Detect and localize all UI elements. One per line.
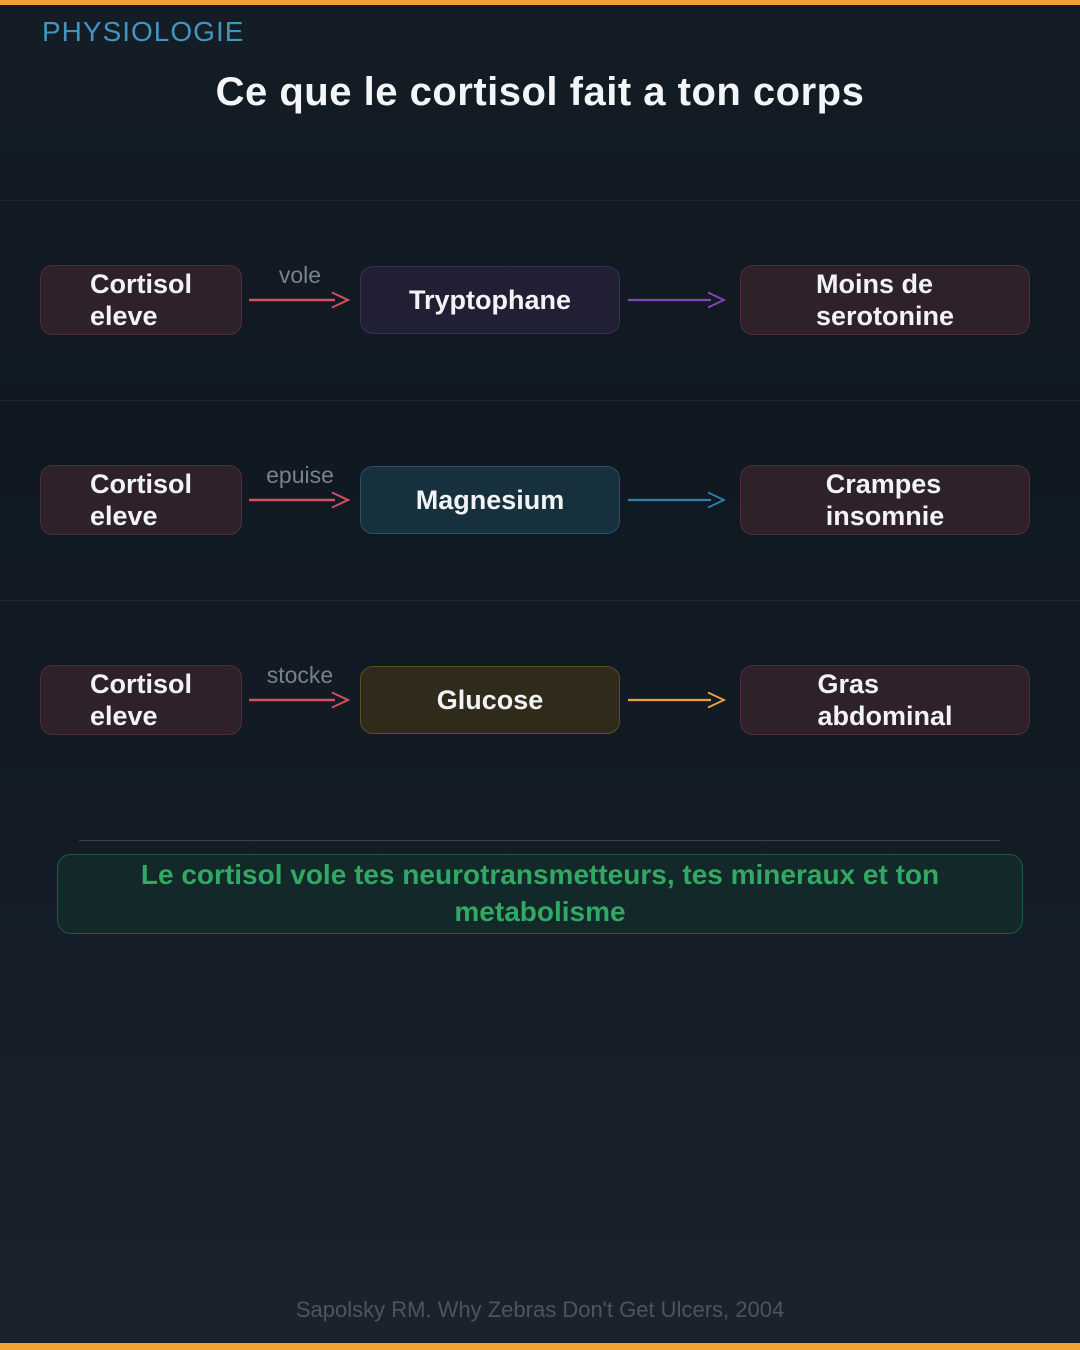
effect-box: Moins de serotonine	[740, 265, 1030, 335]
cause-line: Cortisol	[89, 468, 192, 499]
effect-box: Gras abdominal	[740, 665, 1030, 735]
page-title: Ce que le cortisol fait a ton corps	[215, 70, 865, 114]
effect-line: serotonine	[815, 301, 955, 331]
summary-banner: Le cortisol vole tes neurotransmetteurs,…	[57, 854, 1023, 934]
flow-row-serotonine: Cortisol eleve vole Tryptophane Moins de…	[0, 200, 1080, 400]
lane-separator	[0, 600, 1080, 601]
citation-text: Sapolsky RM. Why Zebras Don't Get Ulcers…	[295, 1297, 785, 1322]
arrow-right-icon	[628, 290, 728, 310]
cause-line: eleve	[89, 301, 158, 331]
top-accent-bar	[0, 0, 1080, 5]
arrow-right-icon	[248, 490, 352, 510]
arrow-right-icon	[248, 690, 352, 710]
effect-line: insomnie	[825, 501, 945, 531]
category-label: PHYSIOLOGIE	[42, 16, 245, 47]
cause-line: Cortisol	[89, 668, 192, 699]
effect-box: Crampes insomnie	[740, 465, 1030, 535]
cause-box: Cortisol eleve	[40, 665, 242, 735]
effect-line: Moins de	[815, 268, 933, 299]
arrow-right-icon	[628, 690, 728, 710]
summary-text: Le cortisol vole tes neurotransmetteurs,…	[140, 859, 940, 927]
effect-line: Gras	[817, 668, 880, 699]
mediator-box: Glucose	[360, 666, 620, 734]
mediator-box: Tryptophane	[360, 266, 620, 334]
effect-line: abdominal	[817, 701, 953, 731]
mediator-label: Magnesium	[415, 484, 565, 515]
bottom-accent-bar	[0, 1343, 1080, 1350]
mediator-label: Tryptophane	[408, 284, 571, 315]
cause-line: eleve	[89, 701, 158, 731]
arrow-action-label: epuise	[266, 462, 334, 488]
cause-line: eleve	[89, 501, 158, 531]
lane-separator	[0, 200, 1080, 201]
arrow-action-label: stocke	[266, 662, 334, 688]
arrow-action-label: vole	[278, 262, 322, 288]
cause-box: Cortisol eleve	[40, 265, 242, 335]
lane-separator	[0, 400, 1080, 401]
effect-line: Crampes	[825, 468, 942, 499]
cause-box: Cortisol eleve	[40, 465, 242, 535]
section-divider	[79, 840, 1000, 841]
mediator-label: Glucose	[436, 684, 544, 715]
cause-line: Cortisol	[89, 268, 192, 299]
mediator-box: Magnesium	[360, 466, 620, 534]
flow-row-glucose: Cortisol eleve stocke Glucose Gras abdom…	[0, 600, 1080, 800]
arrow-right-icon	[248, 290, 352, 310]
arrow-right-icon	[628, 490, 728, 510]
flow-row-magnesium: Cortisol eleve epuise Magnesium Crampes …	[0, 400, 1080, 600]
